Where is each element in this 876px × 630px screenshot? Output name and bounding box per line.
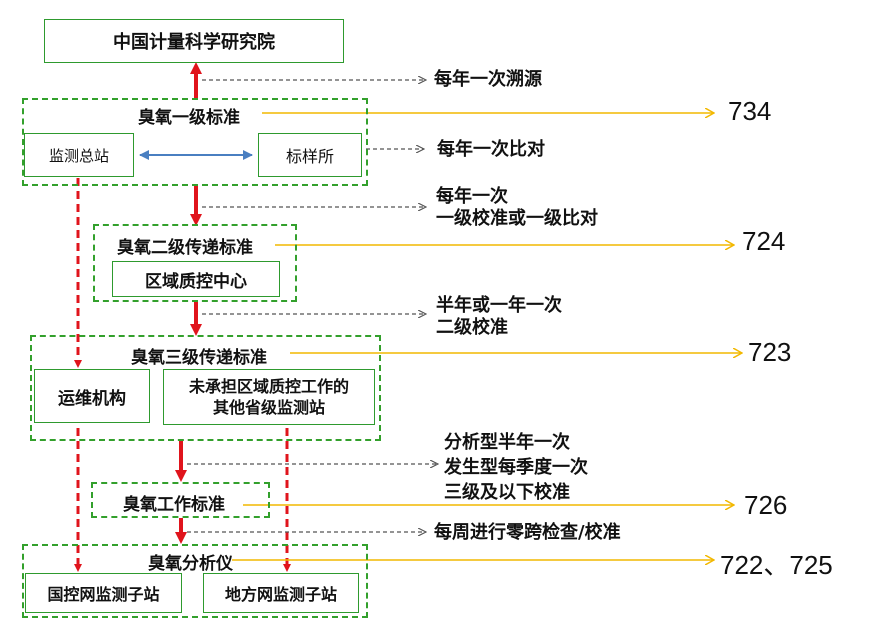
note-primary-line1: 每年一次: [436, 186, 508, 207]
note-weekly: 每周进行零跨检查/校准: [434, 522, 621, 543]
note-tertiary-line2: 发生型每季度一次: [444, 457, 588, 478]
local-site-label: 地方网监测子站: [224, 585, 337, 604]
top-institute-box: 中国计量科学研究院: [44, 19, 344, 63]
secondary-standard-label: 臭氧二级传递标准: [117, 238, 253, 258]
note-compare: 每年一次比对: [437, 139, 545, 160]
sample-lab-label: 标样所: [285, 147, 334, 166]
primary-standard-label: 臭氧一级标准: [138, 108, 240, 128]
tertiary-standard-group: [30, 335, 381, 441]
note-primary: 每年一次 一级校准或一级比对: [436, 186, 598, 230]
code-tertiary: 723: [748, 337, 792, 367]
note-secondary-line1: 半年或一年一次: [436, 295, 562, 316]
note-secondary: 半年或一年一次 二级校准: [436, 295, 562, 339]
other-station-label-line1: 未承担区域质控工作的: [188, 377, 349, 396]
code-secondary: 724: [742, 226, 786, 256]
analyzer-label: 臭氧分析仪: [148, 554, 233, 574]
other-station-box: 未承担区域质控工作的 其他省级监测站: [163, 369, 375, 425]
note-tertiary: 分析型半年一次 发生型每季度一次 三级及以下校准: [444, 430, 588, 505]
tertiary-standard-label: 臭氧三级传递标准: [131, 348, 267, 368]
top-institute-label: 中国计量科学研究院: [113, 32, 275, 53]
work-standard-group: [91, 482, 270, 518]
code-work: 726: [744, 490, 788, 520]
ops-org-label: 运维机构: [58, 388, 126, 409]
local-site-box: 地方网监测子站: [203, 573, 359, 613]
code-primary: 734: [728, 96, 772, 126]
secondary-standard-group: [93, 224, 297, 302]
note-secondary-line2: 二级校准: [436, 317, 508, 338]
analyzer-group: [22, 544, 368, 618]
note-trace: 每年一次溯源: [434, 69, 542, 90]
regional-center-label: 区域质控中心: [145, 271, 247, 292]
ops-org-box: 运维机构: [34, 369, 150, 423]
regional-center-box: 区域质控中心: [112, 261, 280, 297]
monitor-station-label: 监测总站: [48, 146, 109, 165]
work-standard-label: 臭氧工作标准: [123, 495, 225, 515]
national-site-label: 国控网监测子站: [47, 585, 160, 604]
note-tertiary-line1: 分析型半年一次: [444, 432, 570, 453]
note-tertiary-line3: 三级及以下校准: [444, 482, 570, 503]
sample-lab-box: 标样所: [258, 133, 362, 177]
note-primary-line2: 一级校准或一级比对: [436, 208, 598, 229]
monitor-station-box: 监测总站: [24, 133, 134, 177]
primary-standard-group: [22, 98, 368, 186]
national-site-box: 国控网监测子站: [25, 573, 182, 613]
other-station-label-line2: 其他省级监测站: [212, 398, 325, 417]
code-analyzer: 722、725: [720, 550, 833, 580]
